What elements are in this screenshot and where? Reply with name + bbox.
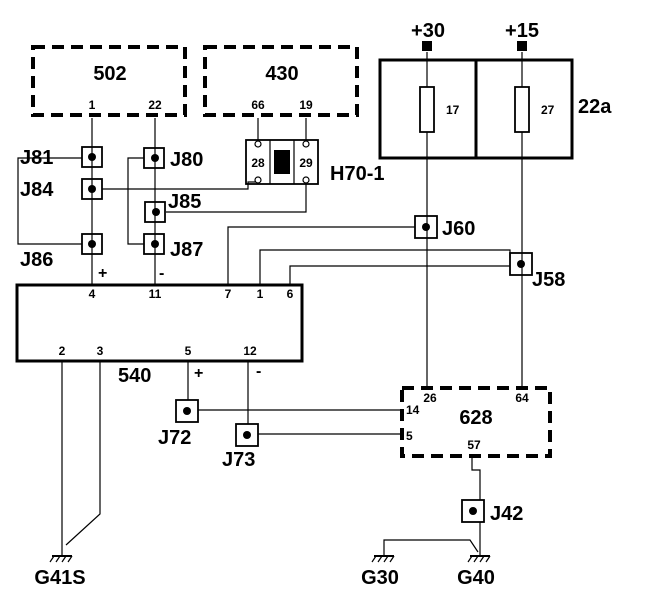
module-540-pin-5: 5 [185, 344, 192, 358]
module-502-pin-1: 1 [89, 98, 96, 112]
module-628-pin-14: 14 [406, 403, 420, 417]
module-628-pin-57: 57 [467, 438, 481, 452]
relay-label: H70-1 [330, 163, 384, 185]
ground-g41s: G41S [34, 555, 86, 589]
ground-g40: G40 [457, 555, 495, 589]
module-540-pin-11: 11 [149, 287, 162, 301]
module-628-pin-26: 26 [423, 391, 437, 405]
module-540-pin-3: 3 [97, 344, 104, 358]
fuse-box-22a: 17 27 22a [378, 58, 612, 160]
relay-pin-28: 28 [251, 156, 265, 170]
connector-j87: J87 [143, 233, 203, 261]
connector-j87-label: J87 [170, 239, 203, 261]
module-540-pin-1: 1 [257, 287, 264, 301]
ground-g30-label: G30 [361, 567, 399, 589]
module-502-pin-22: 22 [148, 98, 162, 112]
relay-h70-1: 28 29 H70-1 [245, 139, 384, 185]
module-628: 26 64 14 5 57 628 [400, 386, 552, 458]
relay-terminal-19 [302, 140, 310, 148]
module-430: 430 66 19 [203, 45, 359, 117]
connector-j42-label: J42 [490, 503, 523, 525]
sign-minus-pin12: - [256, 363, 261, 380]
module-628-pin-64: 64 [515, 391, 529, 405]
connector-j72: J72 [158, 399, 199, 449]
ground-g30: G30 [361, 555, 399, 589]
module-430-label: 430 [265, 63, 298, 85]
connector-j85-label: J85 [168, 191, 201, 213]
connector-j58-label: J58 [532, 269, 565, 291]
sign-minus-pin11: - [159, 265, 164, 282]
ground-g41s-label: G41S [34, 567, 85, 589]
connector-j84: J84 [20, 178, 103, 201]
supply-plus15-label: +15 [505, 20, 539, 42]
connector-j80-label: J80 [170, 149, 203, 171]
fuse-17 [419, 86, 435, 133]
connector-j86: J86 [20, 233, 103, 271]
relay-terminal-66 [254, 140, 262, 148]
module-540-pin-7: 7 [225, 287, 232, 301]
connector-j81: J81 [20, 146, 103, 169]
connector-j80: J80 [143, 147, 203, 171]
module-540-pin-2: 2 [59, 344, 66, 358]
fuse-17-label: 17 [446, 103, 460, 117]
module-540-pin-6: 6 [287, 287, 294, 301]
sign-plus-pin5: + [194, 365, 203, 382]
ground-g40-label: G40 [457, 567, 495, 589]
connector-j73-label: J73 [222, 449, 255, 471]
module-540-label: 540 [118, 365, 151, 387]
relay-pin-29: 29 [299, 156, 313, 170]
wires [17, 52, 523, 556]
module-540: 4 11 7 1 6 2 3 5 12 540 [15, 283, 304, 387]
connector-j84-label: J84 [20, 179, 54, 201]
supply-plus30: +30 [411, 20, 445, 51]
connector-j73: J73 [222, 423, 259, 471]
connector-j60-label: J60 [442, 218, 475, 240]
module-430-pin-66: 66 [251, 98, 265, 112]
fuse-box-label: 22a [578, 96, 612, 118]
module-502: 502 1 22 [31, 45, 187, 117]
fuse-27-label: 27 [541, 103, 555, 117]
relay-terminal-28 [254, 176, 262, 184]
fuse-27 [514, 86, 530, 133]
sign-plus-pin4: + [98, 265, 107, 282]
module-628-pin-5: 5 [406, 429, 413, 443]
supply-plus30-label: +30 [411, 20, 445, 42]
module-540-pin-4: 4 [89, 287, 96, 301]
connector-j85: J85 [144, 191, 201, 223]
connector-j81-label: J81 [20, 147, 53, 169]
connector-j72-label: J72 [158, 427, 191, 449]
module-540-pin-12: 12 [243, 344, 257, 358]
module-502-label: 502 [93, 63, 126, 85]
supply-plus15: +15 [505, 20, 539, 51]
module-430-pin-19: 19 [299, 98, 313, 112]
module-628-label: 628 [459, 407, 492, 429]
connector-j42: J42 [461, 499, 523, 525]
relay-terminal-29 [302, 176, 310, 184]
connector-j86-label: J86 [20, 249, 53, 271]
connector-j60: J60 [414, 215, 475, 240]
connector-j58: J58 [509, 252, 565, 291]
